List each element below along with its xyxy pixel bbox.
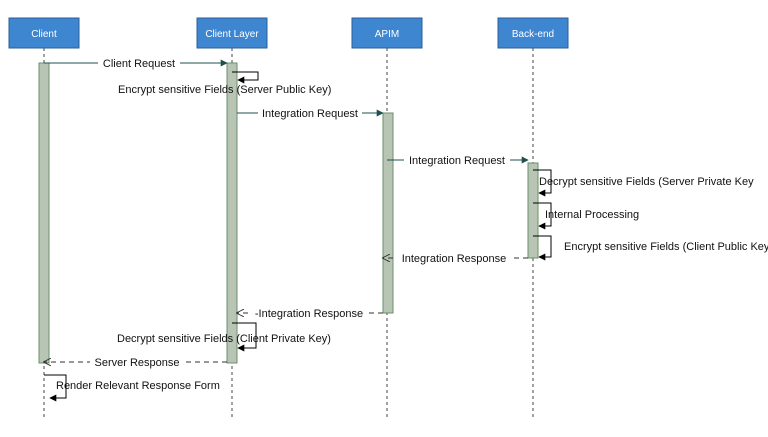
participant-client-layer: Client Layer bbox=[196, 17, 268, 49]
message-integration-response-2-label: -Integration Response bbox=[255, 308, 363, 320]
self-call-render-response-form bbox=[44, 374, 67, 402]
participant-backend: Back-end bbox=[497, 17, 569, 49]
message-encrypt-client-public-key-label: Encrypt sensitive Fields (Client Public … bbox=[564, 241, 768, 253]
self-call-decrypt-client-private-key bbox=[232, 322, 257, 352]
self-call-decrypt-server-private-key bbox=[533, 169, 552, 197]
message-server-response-label: Server Response bbox=[95, 357, 180, 369]
message-internal-processing-label: Internal Processing bbox=[545, 209, 639, 221]
activation-client-layer bbox=[226, 62, 238, 364]
message-integration-request-1-label: Integration Request bbox=[262, 108, 358, 120]
self-call-internal-processing bbox=[533, 202, 552, 230]
activation-apim bbox=[382, 112, 394, 314]
participant-client: Client bbox=[8, 17, 80, 49]
message-decrypt-client-private-key-label: Decrypt sensitive Fields (Client Private… bbox=[117, 333, 331, 345]
message-decrypt-server-private-key-label: Decrypt sensitive Fields (Server Private… bbox=[539, 176, 754, 188]
activation-backend bbox=[527, 162, 539, 259]
participant-client-layer-label: Client Layer bbox=[205, 29, 259, 40]
message-integration-request-2-label: Integration Request bbox=[409, 155, 505, 167]
message-render-response-form-label: Render Relevant Response Form bbox=[56, 380, 220, 392]
self-call-encrypt-client-public-key bbox=[533, 235, 552, 261]
message-encrypt-server-public-key-label: Encrypt sensitive Fields (Server Public … bbox=[118, 84, 331, 96]
participant-client-label: Client bbox=[31, 29, 57, 40]
participant-apim-label: APIM bbox=[375, 29, 399, 40]
message-integration-response-1-label: Integration Response bbox=[402, 253, 507, 265]
message-client-request-label: Client Request bbox=[103, 58, 175, 70]
participant-apim: APIM bbox=[351, 17, 423, 49]
participant-backend-label: Back-end bbox=[512, 29, 554, 40]
self-call-encrypt-server-public-key bbox=[232, 71, 259, 84]
activation-client bbox=[38, 62, 50, 364]
